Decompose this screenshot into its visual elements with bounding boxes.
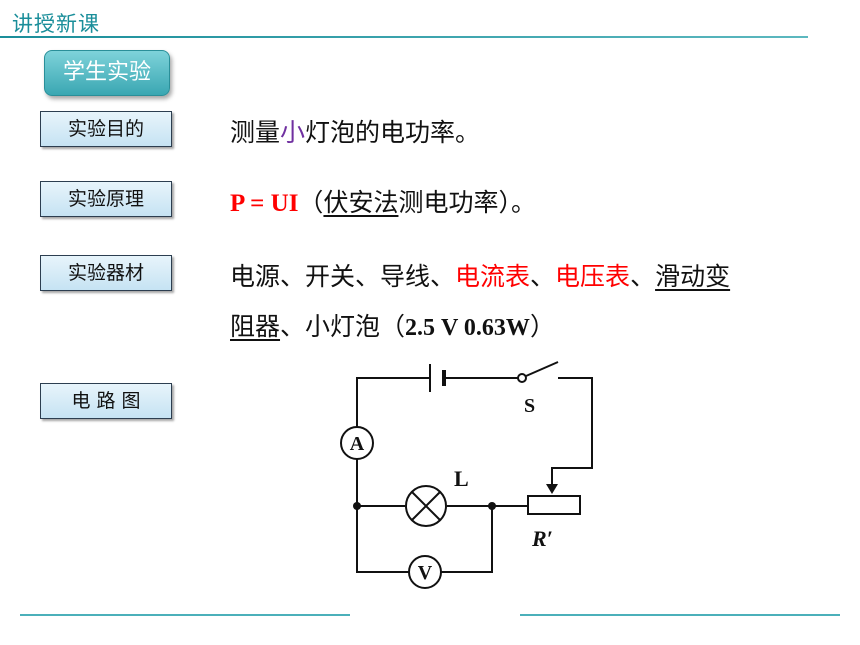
junction-node-left bbox=[353, 502, 361, 510]
footer-line-right bbox=[520, 614, 840, 616]
label-equipment: 实验器材 bbox=[40, 255, 172, 291]
equipment-sep1: 、 bbox=[530, 262, 556, 291]
principle-method: 伏安法 bbox=[323, 188, 399, 217]
equipment-ammeter: 电流表 bbox=[455, 262, 531, 291]
label-principle: 实验原理 bbox=[40, 181, 172, 217]
principle-text-after: 测电功率）。 bbox=[398, 188, 536, 217]
purpose-text-highlight: 小 bbox=[280, 118, 306, 147]
equipment-line-1: 电源、开关、导线、电流表、电压表、滑动变 bbox=[230, 257, 730, 293]
footer-line-left bbox=[20, 614, 350, 616]
voltmeter-symbol: V bbox=[418, 562, 433, 584]
lamp-icon bbox=[405, 485, 447, 527]
circuit-diagram: S A L R′ V bbox=[340, 361, 593, 589]
equipment-sep2: 、 bbox=[630, 262, 656, 291]
principle-paren-open: （ bbox=[298, 188, 324, 217]
junction-node-right bbox=[488, 502, 496, 510]
purpose-text-after: 灯泡的电功率。 bbox=[305, 118, 481, 147]
ammeter-icon bbox=[340, 426, 374, 460]
wire-left-lower bbox=[356, 458, 410, 573]
battery-icon bbox=[429, 364, 446, 392]
header-title: 讲授新课 bbox=[12, 12, 100, 36]
rheostat-label: R′ bbox=[531, 526, 553, 551]
switch-label: S bbox=[524, 395, 535, 417]
student-experiment-badge: 学生实验 bbox=[44, 50, 170, 96]
lamp-label: L bbox=[454, 466, 469, 491]
header-divider bbox=[0, 36, 808, 38]
wire-top-left bbox=[356, 377, 430, 428]
principle-text: P = UI（伏安法测电功率）。 bbox=[230, 183, 536, 219]
equipment-power: 电源、开关、导线、 bbox=[230, 262, 456, 291]
equipment-rheostat-a: 滑动变 bbox=[655, 262, 731, 291]
principle-formula: P = UI bbox=[230, 190, 299, 217]
equipment-rheostat-b: 阻器 bbox=[230, 312, 281, 341]
rheostat-icon bbox=[527, 495, 581, 515]
equipment-line-2: 阻器、小灯泡（2.5 V 0.63W） bbox=[230, 307, 555, 343]
ammeter-symbol: A bbox=[350, 433, 365, 455]
voltmeter-icon bbox=[408, 555, 442, 589]
equipment-paren-close: ） bbox=[529, 312, 555, 341]
rheostat-arrow-icon bbox=[546, 484, 558, 494]
wire-node-to-voltmeter bbox=[440, 506, 493, 573]
equipment-voltmeter: 电压表 bbox=[555, 262, 631, 291]
wire-top-right bbox=[551, 377, 593, 488]
switch-icon bbox=[517, 361, 559, 383]
purpose-text: 测量小灯泡的电功率。 bbox=[230, 113, 480, 149]
equipment-spec: 2.5 V 0.63W bbox=[405, 315, 530, 341]
equipment-bulb: 、小灯泡（ bbox=[280, 312, 406, 341]
purpose-text-before: 测量 bbox=[230, 118, 281, 147]
label-purpose: 实验目的 bbox=[40, 111, 172, 147]
label-circuit: 电 路 图 bbox=[40, 383, 172, 419]
